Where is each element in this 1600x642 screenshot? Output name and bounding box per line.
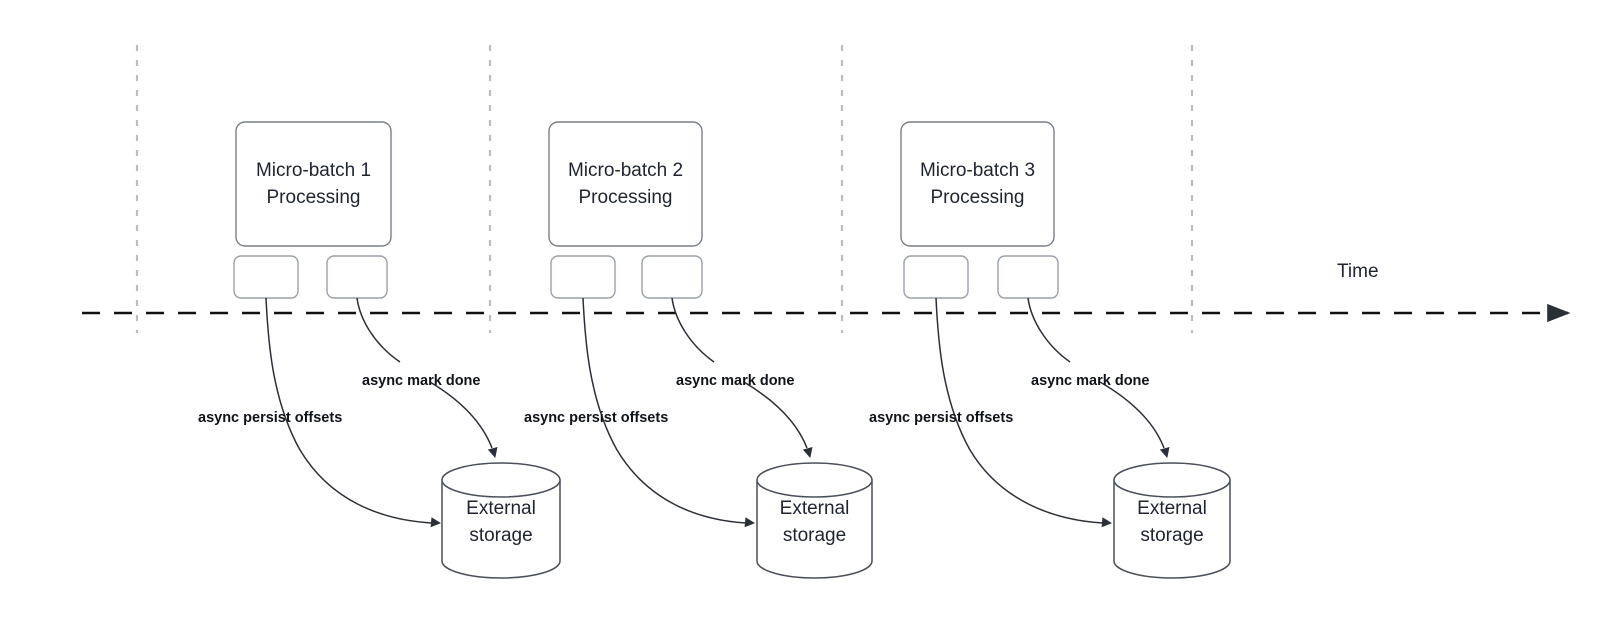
storage-title: External <box>466 497 536 519</box>
async-persist-offsets-edge-1 <box>265 297 433 524</box>
async-persist-offsets-edge-3-label: async persist offsets <box>869 410 1014 426</box>
async-mark-done-edge-2 <box>671 297 808 449</box>
async-mark-done-edge-2-label: async mark done <box>676 373 795 389</box>
async-mark-done-edge-3-arrowhead-icon <box>1159 447 1170 458</box>
async-mark-done-edge-3 <box>1027 297 1165 449</box>
micro-batch-title: Micro-batch 2 <box>567 160 684 181</box>
async-mark-done-edge-1 <box>356 297 493 449</box>
storage-subtitle: storage <box>1140 524 1204 546</box>
storage-subtitle: storage <box>469 524 533 546</box>
external-storage-1[interactable] <box>441 462 561 579</box>
async-persist-offsets-edge-1-label: async persist offsets <box>198 410 343 426</box>
async-persist-offsets-edge-2 <box>582 297 747 524</box>
async-persist-offsets-edge-3-arrowhead-icon <box>1101 517 1112 528</box>
async-persist-offsets-edge-1-arrowhead-icon <box>430 517 441 528</box>
micro-batch-subtitle: Processing <box>578 187 673 208</box>
micro-batch-box-3[interactable] <box>900 121 1055 247</box>
micro-batch-subtitle: Processing <box>930 187 1025 208</box>
micro-batch-box-2[interactable] <box>548 121 703 247</box>
micro-batch-box-label-3: Micro-batch 3 Processing <box>901 157 1054 211</box>
async-mark-done-edge-1-arrowhead-icon <box>487 447 498 458</box>
external-storage-label-3: External storage <box>1114 495 1230 549</box>
storage-title: External <box>1137 497 1207 519</box>
async-persist-offsets-edge-2-label: async persist offsets <box>524 410 669 426</box>
external-storage-label-2: External storage <box>757 495 872 549</box>
micro-batch-box-1[interactable] <box>235 121 392 247</box>
async-persist-offsets-edge-2-arrowhead-icon <box>744 517 755 528</box>
async-persist-offsets-edge-3 <box>935 297 1104 524</box>
storage-subtitle: storage <box>782 524 847 546</box>
micro-batch-subtitle: Processing <box>266 187 361 208</box>
external-storage-label-1: External storage <box>442 495 560 549</box>
micro-batch-box-label-2: Micro-batch 2 Processing <box>549 157 702 211</box>
storage-title: External <box>779 497 850 519</box>
micro-batch-title: Micro-batch 1 <box>255 160 372 181</box>
time-axis-label: Time <box>1337 261 1379 282</box>
micro-batch-box-label-1: Micro-batch 1 Processing <box>236 157 391 211</box>
external-storage-2[interactable] <box>756 462 873 579</box>
micro-batch-title: Micro-batch 3 <box>919 160 1036 181</box>
async-mark-done-edge-1-label: async mark done <box>362 373 481 389</box>
async-mark-done-edge-3-label: async mark done <box>1031 373 1150 389</box>
async-mark-done-edge-2-arrowhead-icon <box>802 447 813 458</box>
external-storage-3[interactable] <box>1113 462 1231 579</box>
